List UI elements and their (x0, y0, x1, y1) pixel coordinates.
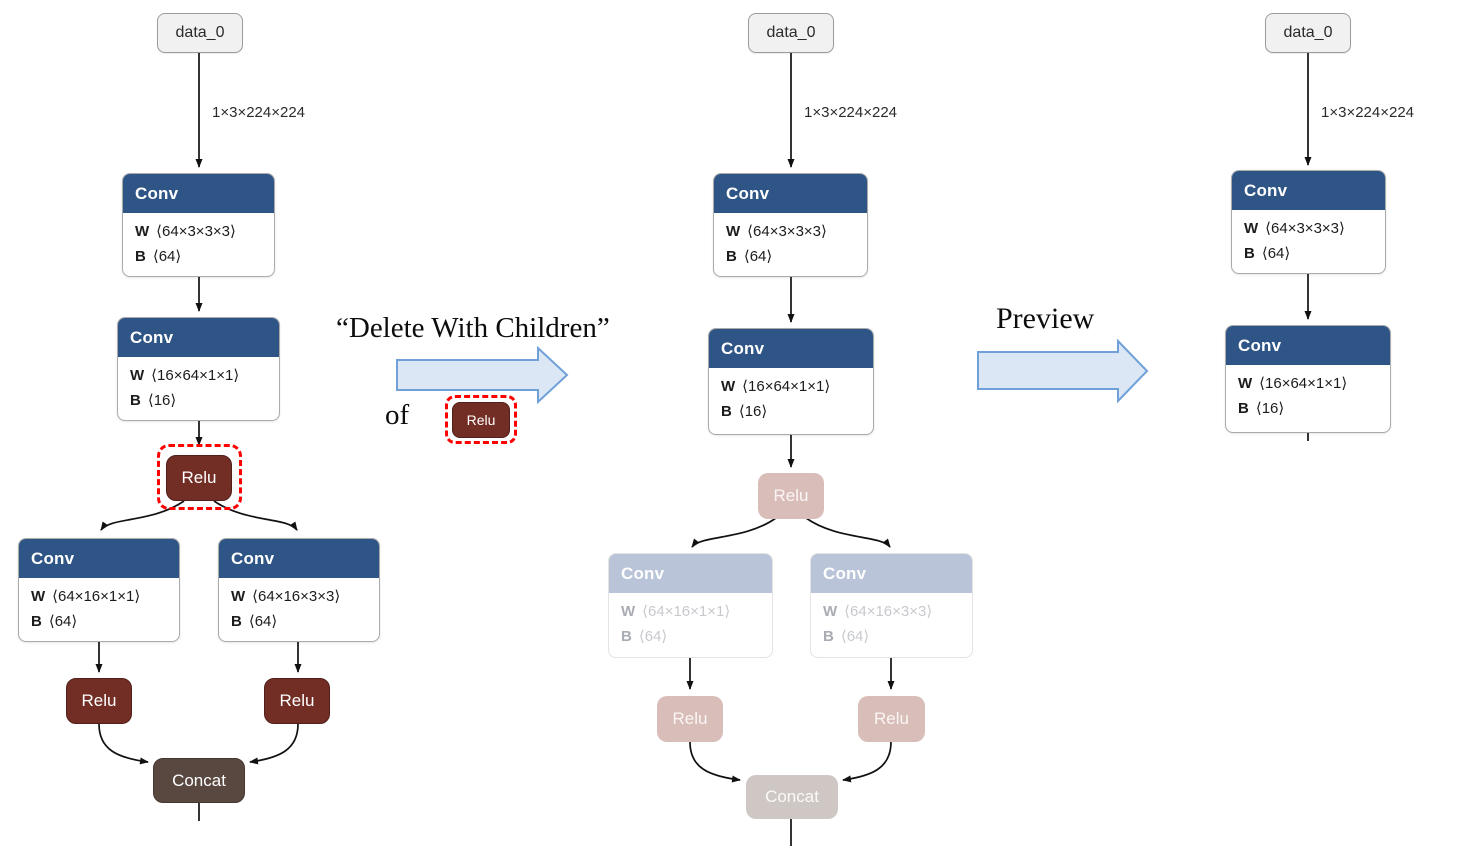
relu-chip-highlight (445, 395, 517, 444)
input-node-label: data_0 (766, 24, 816, 41)
conv-node[interactable]: Conv W⟨16×64×1×1⟩ B⟨16⟩ (708, 328, 874, 435)
bias-attr: B⟨64⟩ (621, 628, 668, 645)
edge (249, 723, 299, 765)
bias-attr: B⟨64⟩ (231, 613, 278, 630)
node-type-label: Conv (811, 554, 972, 593)
conv-node[interactable]: Conv W⟨64×3×3×3⟩ B⟨64⟩ (1231, 170, 1386, 274)
bias-attr: B⟨64⟩ (726, 248, 773, 265)
conv-node[interactable]: Conv W⟨64×16×1×1⟩ B⟨64⟩ (18, 538, 180, 642)
preview-caption: Preview (996, 302, 1095, 335)
bias-attr: B⟨64⟩ (823, 628, 870, 645)
relu-node[interactable]: Relu (66, 678, 132, 724)
input-node-data0[interactable]: data_0 (157, 13, 243, 53)
bias-attr: B⟨64⟩ (1244, 245, 1291, 262)
conv-node[interactable]: Conv W⟨64×16×3×3⟩ B⟨64⟩ (218, 538, 380, 642)
node-type-label: Conv (1232, 171, 1385, 210)
conv-node[interactable]: Conv W⟨16×64×1×1⟩ B⟨16⟩ (117, 317, 280, 421)
selection-highlight (157, 444, 242, 510)
node-type-label: Conv (709, 329, 873, 368)
relu-node-deleted[interactable]: Relu (657, 696, 723, 742)
edge (213, 500, 298, 531)
conv-node[interactable]: Conv W⟨64×3×3×3⟩ B⟨64⟩ (713, 173, 868, 277)
tensor-shape-label: 1×3×224×224 (212, 104, 306, 121)
edge (689, 741, 741, 783)
bias-attr: B⟨16⟩ (721, 403, 768, 420)
conv-node[interactable]: Conv W⟨16×64×1×1⟩ B⟨16⟩ (1225, 325, 1391, 433)
weight-attr: W⟨16×64×1×1⟩ (130, 367, 240, 384)
conv-node-deleted[interactable]: Conv W⟨64×16×1×1⟩ B⟨64⟩ (608, 553, 773, 658)
preview-arrow-shape (977, 338, 1149, 404)
concat-node[interactable]: Concat (153, 758, 245, 803)
edge (842, 741, 892, 783)
bias-attr: B⟨16⟩ (1238, 400, 1285, 417)
delete-arrow-shape (396, 345, 569, 405)
node-type-label: Conv (714, 174, 867, 213)
node-type-label: Conv (1226, 326, 1390, 365)
conv-node[interactable]: Conv W⟨64×3×3×3⟩ B⟨64⟩ (122, 173, 275, 277)
node-type-label: Conv (609, 554, 772, 593)
tensor-shape-label: 1×3×224×224 (1321, 104, 1415, 121)
edge (805, 517, 891, 548)
of-label: of (385, 399, 410, 431)
node-type-label: Conv (219, 539, 379, 578)
weight-attr: W⟨64×3×3×3⟩ (726, 223, 827, 240)
bias-attr: B⟨64⟩ (135, 248, 182, 265)
relu-chip: Relu (452, 402, 510, 438)
node-type-label: Conv (123, 174, 274, 213)
weight-attr: W⟨64×16×1×1⟩ (31, 588, 141, 605)
edge (691, 517, 777, 548)
concat-node-deleted[interactable]: Concat (746, 775, 838, 819)
relu-node[interactable]: Relu (264, 678, 330, 724)
input-node-label: data_0 (175, 24, 225, 41)
node-type-label: Conv (118, 318, 279, 357)
weight-attr: W⟨64×16×1×1⟩ (621, 603, 731, 620)
bias-attr: B⟨64⟩ (31, 613, 78, 630)
conv-node-deleted[interactable]: Conv W⟨64×16×3×3⟩ B⟨64⟩ (810, 553, 973, 658)
bias-attr: B⟨16⟩ (130, 392, 177, 409)
input-node-label: data_0 (1283, 24, 1333, 41)
tensor-shape-label: 1×3×224×224 (804, 104, 898, 121)
weight-attr: W⟨64×16×3×3⟩ (231, 588, 341, 605)
weight-attr: W⟨64×3×3×3⟩ (1244, 220, 1345, 237)
edge (100, 500, 185, 531)
weight-attr: W⟨64×3×3×3⟩ (135, 223, 236, 240)
delete-caption: “Delete With Children” (336, 312, 610, 344)
relu-node[interactable]: Relu (166, 455, 232, 501)
weight-attr: W⟨16×64×1×1⟩ (1238, 375, 1348, 392)
input-node-data0[interactable]: data_0 (1265, 13, 1351, 53)
relu-node-deleted[interactable]: Relu (758, 473, 824, 519)
edge (98, 723, 149, 765)
weight-attr: W⟨16×64×1×1⟩ (721, 378, 831, 395)
weight-attr: W⟨64×16×3×3⟩ (823, 603, 933, 620)
node-type-label: Conv (19, 539, 179, 578)
relu-node-deleted[interactable]: Relu (858, 696, 925, 742)
input-node-data0[interactable]: data_0 (748, 13, 834, 53)
